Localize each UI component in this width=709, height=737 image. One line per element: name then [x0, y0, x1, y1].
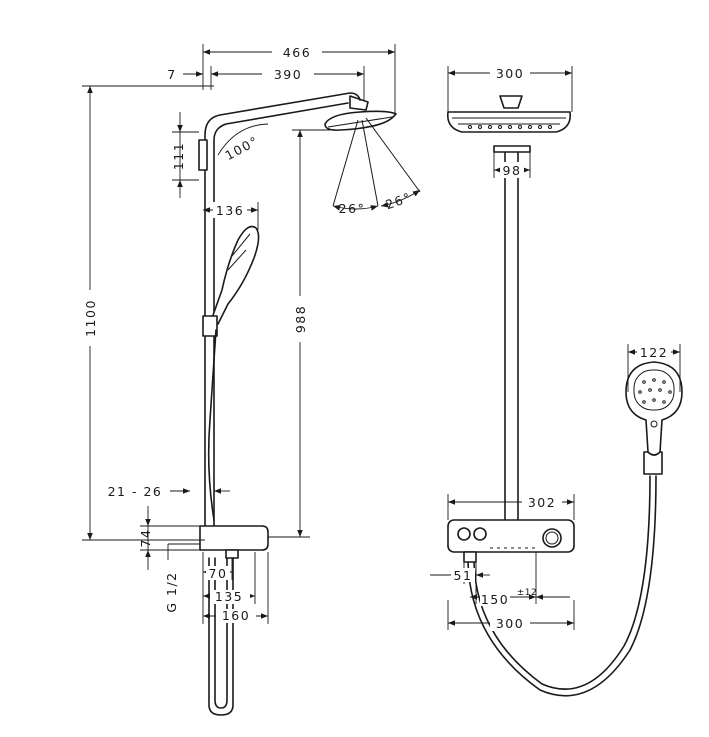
riser-pipe-inner: [213, 102, 349, 541]
hand-shower-side: [211, 225, 260, 325]
dim-g12: G 1/2: [164, 543, 200, 613]
spray-line-3: [365, 117, 421, 193]
label-7: 7: [167, 67, 176, 82]
dim-300-top: 300: [447, 65, 573, 112]
thermostat-body-side: [199, 525, 269, 551]
riser-pipe: [204, 92, 361, 541]
label-300-bottom: 300: [496, 616, 524, 631]
dim-111: 111: [171, 112, 199, 198]
label-466: 466: [283, 45, 311, 60]
dim-74: 74: [138, 506, 200, 570]
thermostat-connector: [225, 549, 239, 559]
label-26-a: 26°: [339, 201, 366, 216]
label-70: 70: [209, 566, 228, 581]
dim-98: 98: [493, 152, 531, 178]
label-390: 390: [274, 67, 302, 82]
hand-shower-nozzles: [638, 378, 672, 404]
shower-arm-joint: [349, 95, 369, 111]
overhead-shower-head: [324, 110, 397, 131]
label-988: 988: [293, 305, 308, 333]
dim-70-135-160: 70 135 160: [202, 552, 269, 624]
hose-loop-front: [467, 475, 657, 697]
label-74: 74: [138, 529, 153, 548]
dim-1100: 1100: [82, 85, 214, 541]
dim-390: 7 390: [167, 66, 365, 100]
dim-302: 302: [447, 494, 575, 520]
label-1100: 1100: [83, 299, 98, 337]
label-122: 122: [640, 345, 668, 360]
slider: [202, 315, 218, 337]
dim-150: 150 ±12: [470, 552, 570, 607]
outlet-connector-front: [463, 551, 477, 563]
spray-line-1: [332, 119, 359, 207]
hand-shower-front: [625, 361, 683, 456]
button-2: [473, 527, 487, 541]
spray-line-2: [361, 119, 379, 207]
dim-988: 988: [268, 129, 330, 538]
label-135: 135: [215, 589, 243, 604]
label-pm12: ±12: [517, 588, 538, 598]
dim-466: 466: [202, 44, 396, 115]
front-view: [446, 95, 683, 697]
label-136: 136: [216, 203, 244, 218]
label-300-top: 300: [496, 66, 524, 81]
shower-hose-side: [207, 329, 217, 521]
dim-300-bottom: 300: [447, 600, 575, 631]
wall-clamp: [198, 139, 208, 171]
label-111: 111: [171, 142, 186, 170]
spray-arc-1: [332, 205, 379, 211]
label-g12: G 1/2: [164, 571, 179, 612]
label-98: 98: [503, 163, 522, 178]
label-302: 302: [528, 495, 556, 510]
dim-136: 136: [203, 202, 259, 230]
label-100deg: 100°: [222, 133, 261, 163]
spray-arc-2: [380, 189, 421, 208]
button-1: [457, 527, 471, 541]
angle-100-arc: [217, 123, 269, 156]
label-51: 51: [454, 568, 473, 583]
arm-connector-front: [493, 145, 531, 153]
overhead-head-front: [446, 111, 572, 133]
side-view: [198, 92, 421, 716]
hose-loop-side: [208, 557, 234, 716]
label-160: 160: [222, 608, 250, 623]
dim-122: 122: [627, 344, 681, 392]
label-26-b: 26°: [383, 189, 413, 212]
label-21-26: 21 - 26: [108, 484, 163, 499]
dim-21-26: 21 - 26: [108, 484, 230, 526]
label-150: 150: [481, 592, 509, 607]
nozzle-row: [468, 125, 552, 129]
dim-51: 51: [430, 562, 490, 604]
